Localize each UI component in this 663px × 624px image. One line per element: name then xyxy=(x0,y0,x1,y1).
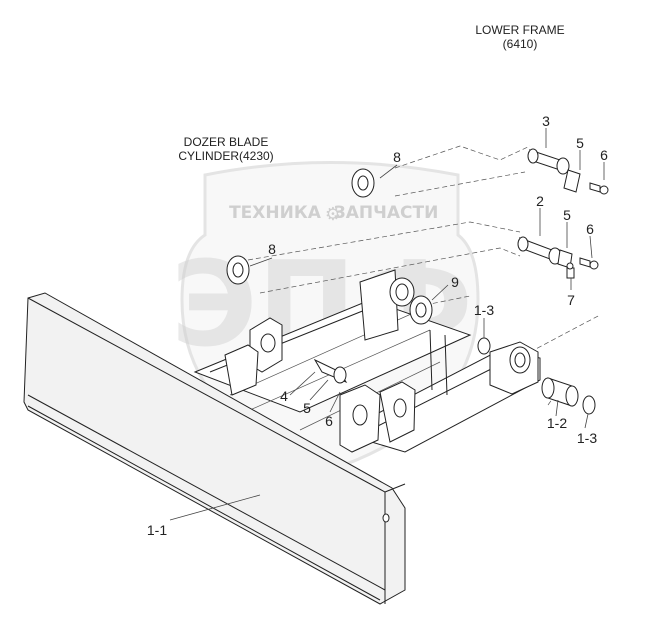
callout-5: 5 xyxy=(563,207,571,223)
callout-4: 4 xyxy=(280,388,288,404)
snap-ring-1-3b xyxy=(582,395,596,415)
callout-8: 8 xyxy=(268,241,276,257)
bolt-6a xyxy=(589,182,609,195)
grease-fitting-7 xyxy=(566,262,575,279)
lower-frame-code: (6410) xyxy=(503,37,538,51)
dozer-blade xyxy=(23,292,406,605)
callout-5: 5 xyxy=(576,135,584,151)
callout-3: 3 xyxy=(542,113,550,129)
washer-8a xyxy=(351,168,375,198)
callout-1-3: 1-3 xyxy=(577,430,597,446)
dozer-cylinder-label: DOZER BLADE xyxy=(184,135,269,149)
callout-1-1: 1-1 xyxy=(147,522,167,538)
dozer-frame xyxy=(193,269,541,453)
plate-5a xyxy=(563,169,581,193)
gear-icon: ⚙ xyxy=(325,204,341,225)
bushing-1-2 xyxy=(541,377,579,407)
callout-9: 9 xyxy=(451,274,459,290)
callout-1-2: 1-2 xyxy=(547,415,567,431)
washer-9 xyxy=(409,295,433,325)
callout-1-3: 1-3 xyxy=(474,302,494,318)
leader-lines xyxy=(169,128,605,521)
watermark-text-bottom: ЗАПЧАСТИ xyxy=(334,203,439,223)
callout-7: 7 xyxy=(567,292,575,308)
callout-6: 6 xyxy=(586,221,594,237)
bolt-6b xyxy=(579,257,599,270)
callout-5: 5 xyxy=(303,400,311,416)
dozer-cylinder-code: CYLINDER(4230) xyxy=(178,149,273,163)
callout-2: 2 xyxy=(536,193,544,209)
pin-2 xyxy=(517,236,562,265)
callout-6: 6 xyxy=(600,147,608,163)
callout-8: 8 xyxy=(393,149,401,165)
washer-8b xyxy=(226,255,250,285)
watermark-text-top: ТЕХНИКА xyxy=(229,203,322,223)
pin-3 xyxy=(527,148,570,175)
lower-frame-label: LOWER FRAME xyxy=(475,23,564,37)
callout-6: 6 xyxy=(325,413,333,429)
snap-ring-1-3a xyxy=(477,337,491,355)
